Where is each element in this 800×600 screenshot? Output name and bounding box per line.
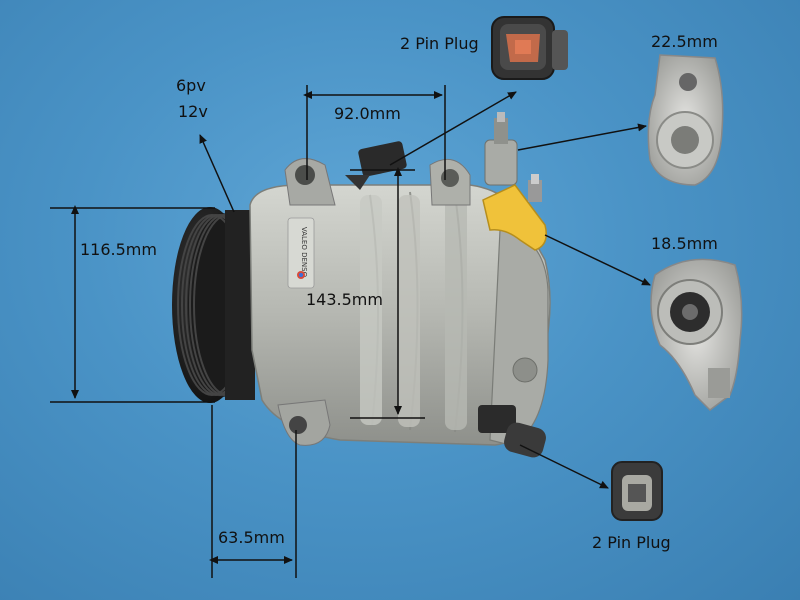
- label-dim-18-5: 18.5mm: [651, 234, 718, 253]
- plug-bottom: [611, 461, 663, 521]
- fitting-22-5: [647, 54, 724, 186]
- service-port-top: [484, 112, 518, 186]
- label-dim-143-5: 143.5mm: [306, 290, 383, 309]
- label-dim-92: 92.0mm: [334, 104, 401, 123]
- label-belt: 6pv: [176, 76, 206, 95]
- pointer-arrows: [199, 91, 651, 489]
- label-pin-plug-top: 2 Pin Plug: [400, 34, 479, 53]
- mount-ear-bottom: [277, 399, 331, 446]
- body-connector-bottom: [478, 405, 546, 458]
- mount-ear-rear-top: [429, 158, 471, 206]
- body-label: VALEO DENSO: [300, 227, 308, 278]
- label-dim-63-5: 63.5mm: [218, 528, 285, 547]
- fitting-18-5: [650, 258, 743, 411]
- compressor: VALEO DENSO: [172, 112, 551, 458]
- label-pin-plug-bottom: 2 Pin Plug: [592, 533, 671, 552]
- label-voltage: 12v: [178, 102, 208, 121]
- label-dim-116-5: 116.5mm: [80, 240, 157, 259]
- mount-ear-top: [284, 158, 336, 206]
- pulley: [172, 207, 263, 403]
- label-dim-22-5: 22.5mm: [651, 32, 718, 51]
- pressure-valve: [482, 174, 547, 251]
- plug-top: [491, 16, 568, 80]
